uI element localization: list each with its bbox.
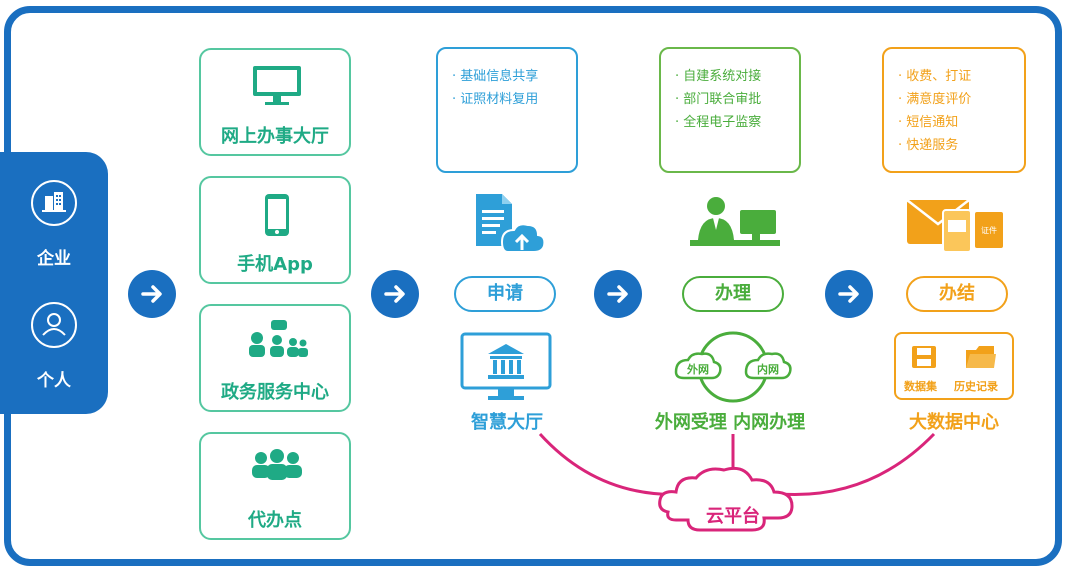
- apply-features-box: · 基础信息共享 · 证照材料复用: [436, 47, 578, 173]
- channel-agent-point: 代办点: [199, 432, 351, 540]
- individual-label: 个人: [37, 371, 71, 391]
- channel-online-hall-label: 网上办事大厅: [221, 126, 329, 147]
- smart-hall-caption: 智慧大厅: [471, 412, 543, 433]
- finish-feature-item: · 快递服务: [898, 138, 959, 153]
- cloud-platform-label: 云平台: [706, 506, 760, 527]
- step-apply-pill: 申请: [454, 276, 556, 312]
- arrow-2-icon: [371, 270, 419, 318]
- step-process-pill: 办理: [682, 276, 784, 312]
- finish-feature-item: · 短信通知: [898, 115, 959, 130]
- delivery-phone-card-icon: 证件: [906, 199, 1003, 253]
- cloud-platform-icon: [658, 466, 794, 532]
- arrow-3-icon: [594, 270, 642, 318]
- smartphone-icon: [265, 194, 289, 236]
- user-type-panel: 企业 个人: [0, 152, 108, 414]
- channel-service-center: 政务服务中心: [199, 304, 351, 412]
- channel-service-center-label: 政务服务中心: [221, 382, 329, 403]
- arrow-1-icon: [128, 270, 176, 318]
- save-disk-icon: [912, 346, 936, 368]
- finish-feature-item: · 收费、打证: [898, 69, 972, 84]
- channel-online-hall: 网上办事大厅: [199, 48, 351, 156]
- outer-network-label: 外网: [686, 362, 709, 376]
- finish-feature-item: · 满意度评价: [898, 92, 972, 107]
- channel-agent-point-label: 代办点: [248, 510, 302, 531]
- process-feature-item: · 全程电子监察: [675, 115, 762, 130]
- apply-feature-item: · 证照材料复用: [452, 92, 539, 107]
- apply-feature-item: · 基础信息共享: [452, 69, 539, 84]
- inner-network-label: 内网: [757, 362, 779, 376]
- document-upload-icon: [476, 194, 546, 253]
- channel-mobile-app: 手机App: [199, 176, 351, 284]
- agents-group-icon: [252, 449, 302, 480]
- enterprise-label: 企业: [37, 249, 71, 269]
- officer-at-computer-icon: [690, 197, 780, 246]
- big-data-center-caption: 大数据中心: [909, 412, 999, 433]
- certificate-tag-label: 证件: [981, 225, 997, 235]
- enterprise-building-icon: [31, 180, 77, 226]
- process-features-box: · 自建系统对接 · 部门联合审批 · 全程电子监察: [659, 47, 801, 173]
- channel-mobile-app-label: 手机App: [237, 254, 313, 275]
- network-caption: 外网受理 内网办理: [654, 412, 806, 433]
- data-storage-box: 数据集 历史记录: [894, 332, 1014, 400]
- monitor-icon: [253, 66, 301, 105]
- network-clouds-icon: 外网 内网: [674, 331, 792, 403]
- process-feature-item: · 部门联合审批: [675, 92, 762, 107]
- service-people-icon: [249, 320, 308, 357]
- smart-hall-monitor-icon: [460, 332, 552, 400]
- process-feature-item: · 自建系统对接: [675, 69, 762, 84]
- finish-features-box: · 收费、打证 · 满意度评价 · 短信通知 · 快递服务: [882, 47, 1026, 173]
- dataset-label: 数据集: [904, 380, 937, 393]
- arrow-4-icon: [825, 270, 873, 318]
- step-finish-pill: 办结: [906, 276, 1008, 312]
- individual-person-icon: [31, 302, 77, 348]
- history-label: 历史记录: [954, 380, 998, 393]
- folder-icon: [966, 346, 996, 368]
